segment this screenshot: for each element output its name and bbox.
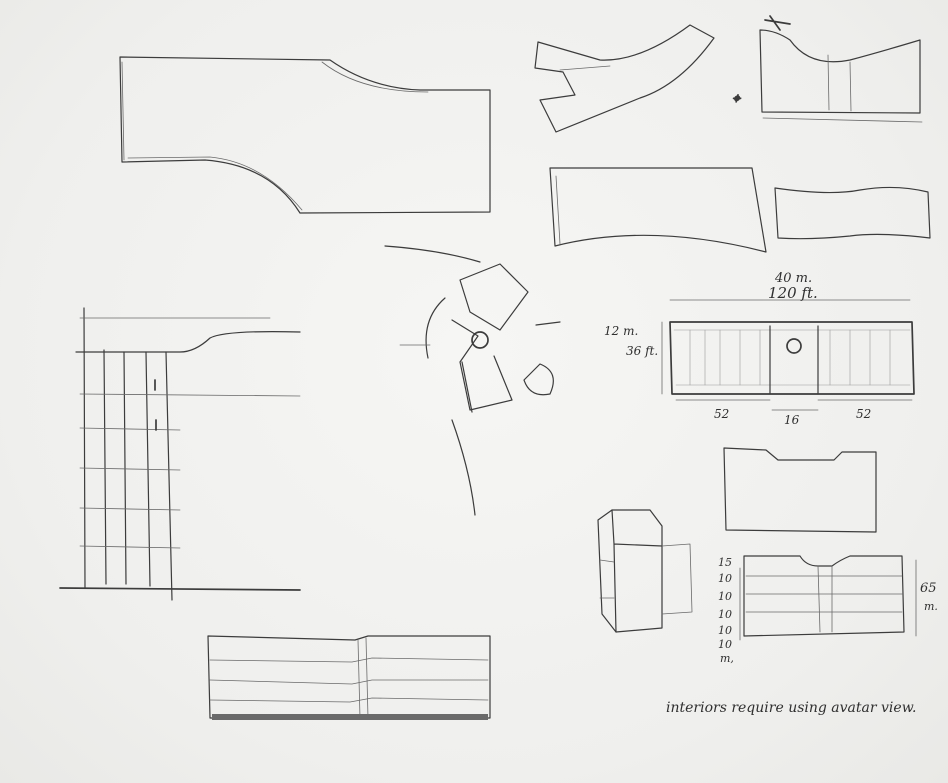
grid-tower-left [59, 307, 301, 601]
svg-text:⌖: ⌖ [732, 91, 741, 107]
floor-1: 10 [718, 572, 732, 585]
notched-box-right [723, 447, 877, 533]
floor-3: 10 [718, 608, 732, 621]
dim-left: 52 [714, 407, 729, 421]
perspective-box [597, 509, 693, 633]
dimensioned-plan-right [661, 299, 915, 411]
layered-elevation-bottom [207, 635, 491, 720]
floors-elevation-right [739, 555, 917, 641]
handwritten-note: interiors require using avatar view. [666, 700, 916, 716]
rotating-plan-center [384, 245, 561, 516]
dim-center: 16 [784, 413, 800, 427]
total-unit: m. [924, 600, 938, 613]
floor-4: 10 [718, 624, 732, 637]
curved-slab-mid-right [549, 167, 767, 253]
dim-right: 52 [856, 407, 871, 421]
dim-height-m: 12 m. [604, 324, 638, 338]
dim-height-ft: 36 ft. [626, 344, 658, 358]
total-height: 65 [920, 581, 937, 596]
dim-width-m: 40 m. [774, 271, 812, 286]
floor-5: 10 [718, 638, 732, 651]
dim-width-ft: 120 ft. [768, 284, 818, 302]
angled-bar-top [534, 24, 715, 133]
wavy-slab-right [774, 186, 931, 240]
floor-2: 10 [718, 590, 732, 603]
floor-unit: m, [720, 652, 734, 665]
floor-top: 15 [718, 556, 732, 569]
wavy-elevation-top-right: ⌖ [731, 15, 923, 123]
plan-block-top-left [119, 56, 491, 214]
